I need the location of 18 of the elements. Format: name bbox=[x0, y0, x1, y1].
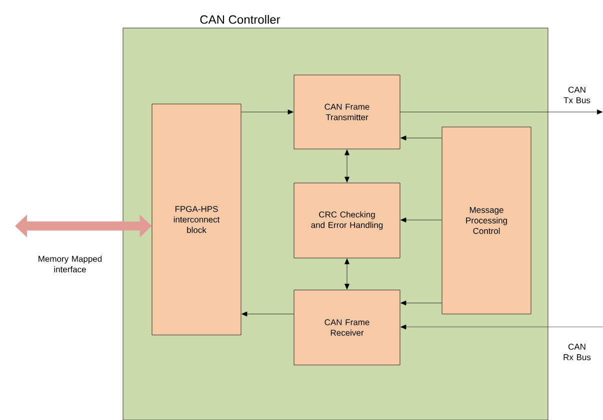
transmitter-block: CAN Frame Transmitter bbox=[294, 74, 400, 150]
interconnect-block: FPGA-HPS interconnect block bbox=[152, 104, 242, 336]
edge-label: CAN Rx Bus bbox=[564, 344, 591, 360]
edge-label: Memory Mapped interface bbox=[38, 256, 102, 272]
node-label: CAN Controller bbox=[200, 14, 280, 24]
control-block: Message Processing Control bbox=[442, 126, 532, 314]
arrow bbox=[400, 110, 603, 114]
arrow bbox=[241, 110, 294, 114]
arrow bbox=[400, 218, 442, 222]
receiver-block: CAN Frame Receiver bbox=[294, 290, 400, 366]
arrow bbox=[344, 258, 350, 290]
arrow bbox=[344, 150, 350, 182]
arrow bbox=[242, 312, 294, 316]
edge-label: CAN Tx Bus bbox=[564, 86, 590, 104]
arrow bbox=[400, 324, 603, 330]
crc-block: CRC Checking and Error Handling bbox=[294, 182, 400, 258]
arrow bbox=[400, 300, 442, 306]
arrow bbox=[400, 136, 442, 140]
